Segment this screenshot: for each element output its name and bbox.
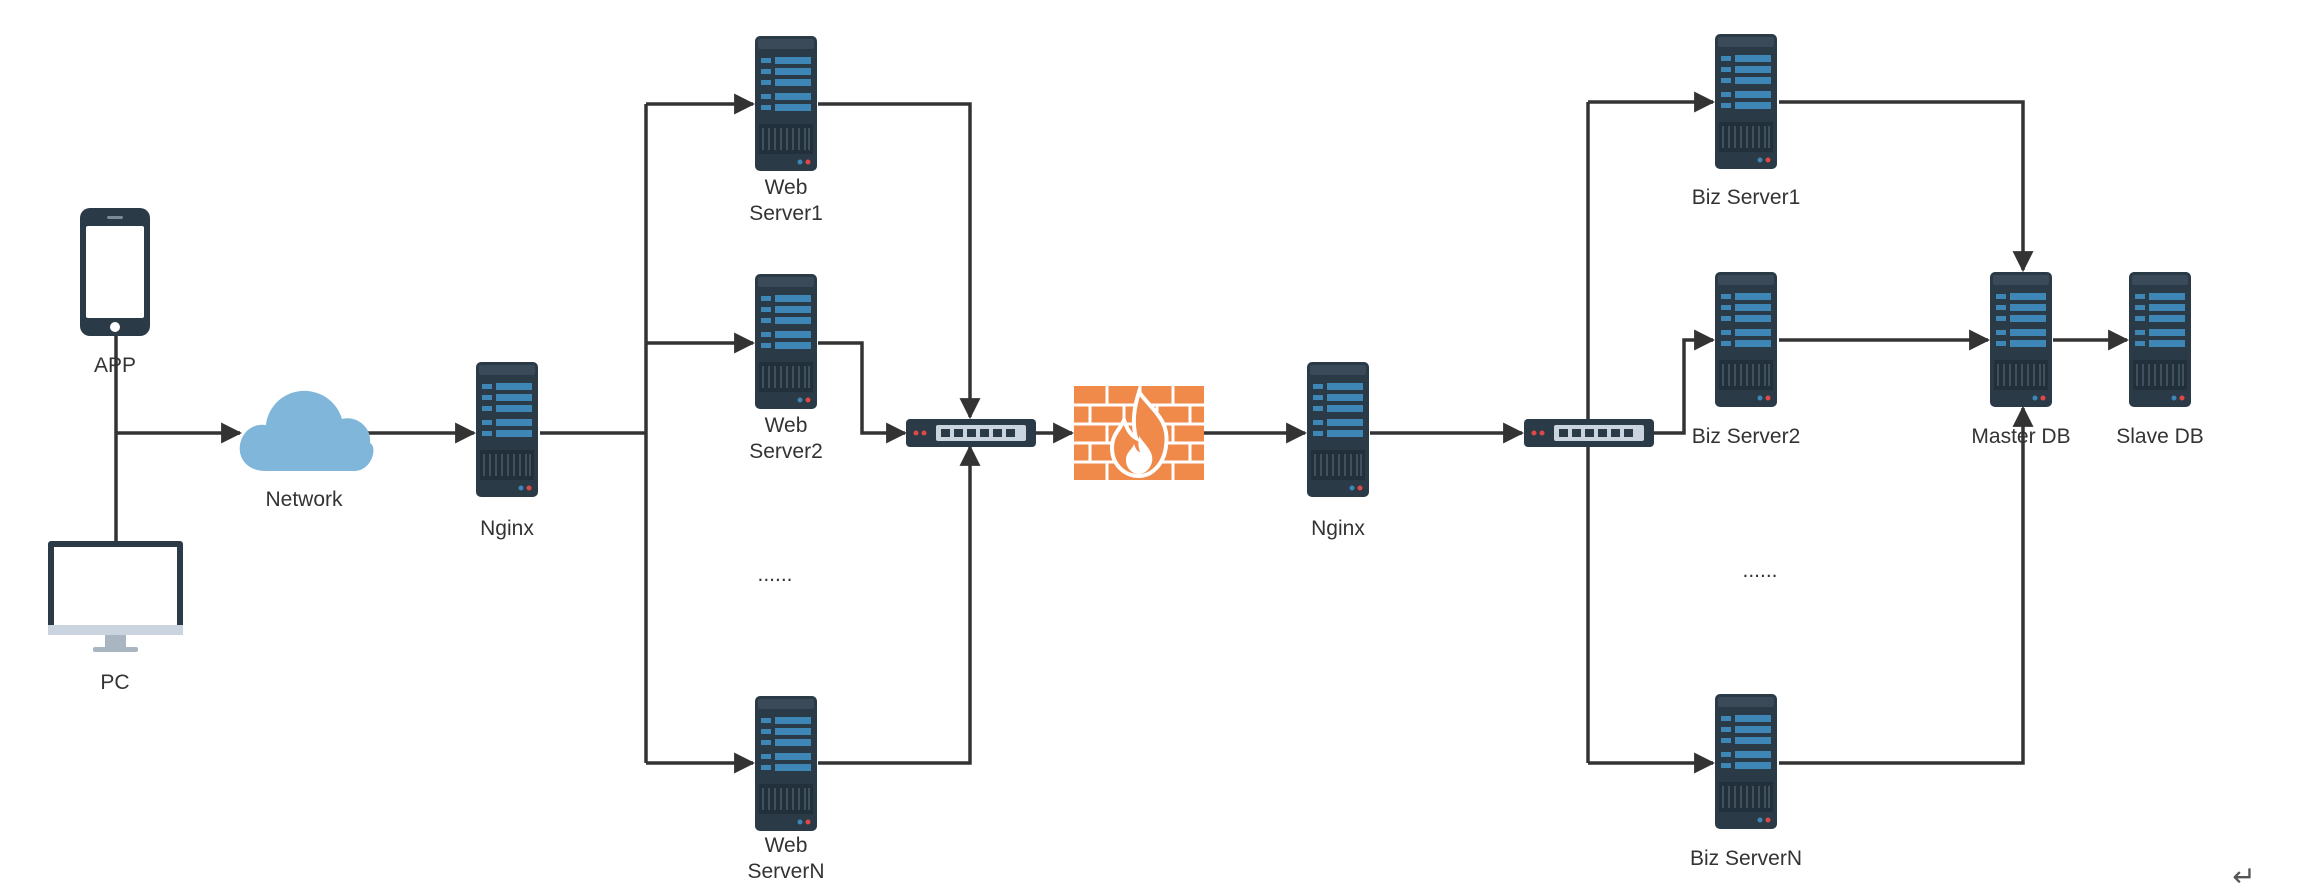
- web-servern-label-line2: ServerN: [747, 860, 824, 883]
- web-server1-icon: [754, 35, 818, 172]
- biz-servers-ellipsis: ......: [1742, 559, 1777, 582]
- edge-web2-to-switch: [818, 341, 908, 444]
- web-server2-icon: [754, 273, 818, 410]
- edge-web1-to-switch: [818, 102, 981, 420]
- biz-server2-icon: [1714, 271, 1778, 408]
- return-glyph: ↵: [2232, 861, 2255, 892]
- switch2-icon: [1524, 419, 1654, 447]
- edge-bizn-to-master: [1779, 405, 2034, 765]
- slave-db-label: Slave DB: [2116, 425, 2204, 448]
- cloud-icon: [239, 390, 374, 471]
- master-db-server-icon: [1989, 271, 2053, 408]
- slave-db-server-icon: [2128, 271, 2192, 408]
- biz-servern-label: Biz ServerN: [1690, 847, 1802, 870]
- firewall-icon: [1074, 386, 1204, 480]
- monitor-icon: [48, 541, 183, 652]
- nginx1-label: Nginx: [480, 517, 534, 540]
- nginx1-server-icon: [475, 361, 539, 498]
- web-servern-icon: [754, 695, 818, 832]
- web-server1-label-line2: Server1: [749, 202, 823, 225]
- network-label: Network: [265, 488, 343, 511]
- nginx2-server-icon: [1306, 361, 1370, 498]
- web-server2-label-line2: Server2: [749, 440, 823, 463]
- pc-label: PC: [100, 671, 129, 694]
- web-servers-ellipsis: ......: [757, 563, 792, 586]
- biz-servern-icon: [1714, 693, 1778, 830]
- biz-server1-label: Biz Server1: [1692, 186, 1801, 209]
- master-db-label: Master DB: [1971, 425, 2070, 448]
- biz-server2-label: Biz Server2: [1692, 425, 1801, 448]
- edge-biz1-to-master: [1779, 100, 2034, 273]
- biz-server1-icon: [1714, 33, 1778, 170]
- web-server1-label-line1: Web: [765, 176, 808, 199]
- nginx2-label: Nginx: [1311, 517, 1365, 540]
- phone-icon: [80, 208, 150, 336]
- web-servern-label-line1: Web: [765, 834, 808, 857]
- app-label: APP: [94, 354, 136, 377]
- connections: [114, 91, 2130, 774]
- switch1-icon: [906, 419, 1036, 447]
- edge-webn-to-switch: [818, 444, 981, 765]
- edge-to-biz2: [1654, 329, 1716, 435]
- web-server2-label-line1: Web: [765, 414, 808, 437]
